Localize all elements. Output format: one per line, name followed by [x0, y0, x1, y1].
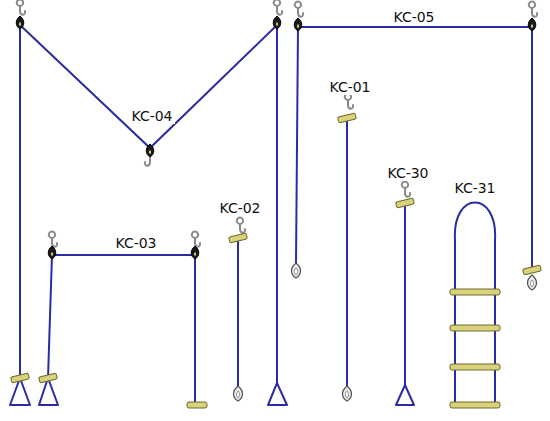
part-label: KC-30	[385, 165, 430, 181]
thimble	[48, 246, 56, 259]
clamp	[11, 373, 30, 383]
rope	[276, 25, 278, 383]
part-label: KC-05	[391, 9, 436, 25]
ladder-rungs	[187, 289, 500, 408]
clamp	[39, 373, 58, 383]
hook	[402, 182, 410, 197]
rope	[237, 238, 239, 388]
part-label: KC-01	[327, 79, 372, 95]
stirrup	[396, 385, 414, 405]
hook	[192, 232, 200, 247]
thimble	[16, 16, 24, 29]
hook	[295, 2, 303, 17]
eye-thimble	[234, 386, 243, 401]
thimbles	[16, 16, 536, 401]
hooks	[17, 0, 537, 247]
part-label: KC-03	[113, 235, 158, 251]
clamp	[396, 198, 415, 208]
clamp	[338, 113, 357, 123]
hook	[274, 0, 282, 15]
rope	[404, 203, 406, 385]
part-label: KC-31	[452, 180, 497, 196]
rung	[450, 289, 500, 295]
rope	[346, 118, 348, 388]
part-label: KC-04	[129, 108, 174, 124]
hook	[49, 232, 57, 247]
rope	[19, 25, 21, 378]
hook	[237, 218, 245, 233]
ladder-rope	[455, 203, 495, 406]
clamp	[523, 265, 542, 275]
eye-thimble	[292, 263, 301, 278]
ropes	[10, 25, 532, 405]
rung	[450, 364, 500, 370]
rope	[531, 27, 533, 268]
rope	[52, 254, 195, 256]
handle-bar	[187, 402, 207, 408]
hook	[529, 2, 537, 17]
eye-thimble	[343, 386, 352, 401]
thimble	[273, 16, 281, 29]
hook	[17, 0, 25, 15]
rope	[194, 255, 196, 403]
clamp	[229, 233, 248, 243]
rope	[48, 255, 52, 378]
rung	[450, 325, 500, 331]
eye-thimble	[528, 275, 537, 290]
thimble	[528, 18, 536, 31]
part-label: KC-02	[217, 200, 262, 216]
hook	[345, 94, 353, 109]
rung	[450, 402, 500, 408]
rope	[298, 26, 532, 28]
rope	[296, 27, 298, 264]
thimble	[146, 144, 154, 157]
clamps	[11, 113, 542, 383]
hook	[145, 158, 150, 166]
thimble	[294, 18, 302, 31]
thimble	[191, 246, 199, 259]
v-rope	[20, 25, 277, 148]
stirrup	[268, 383, 287, 405]
